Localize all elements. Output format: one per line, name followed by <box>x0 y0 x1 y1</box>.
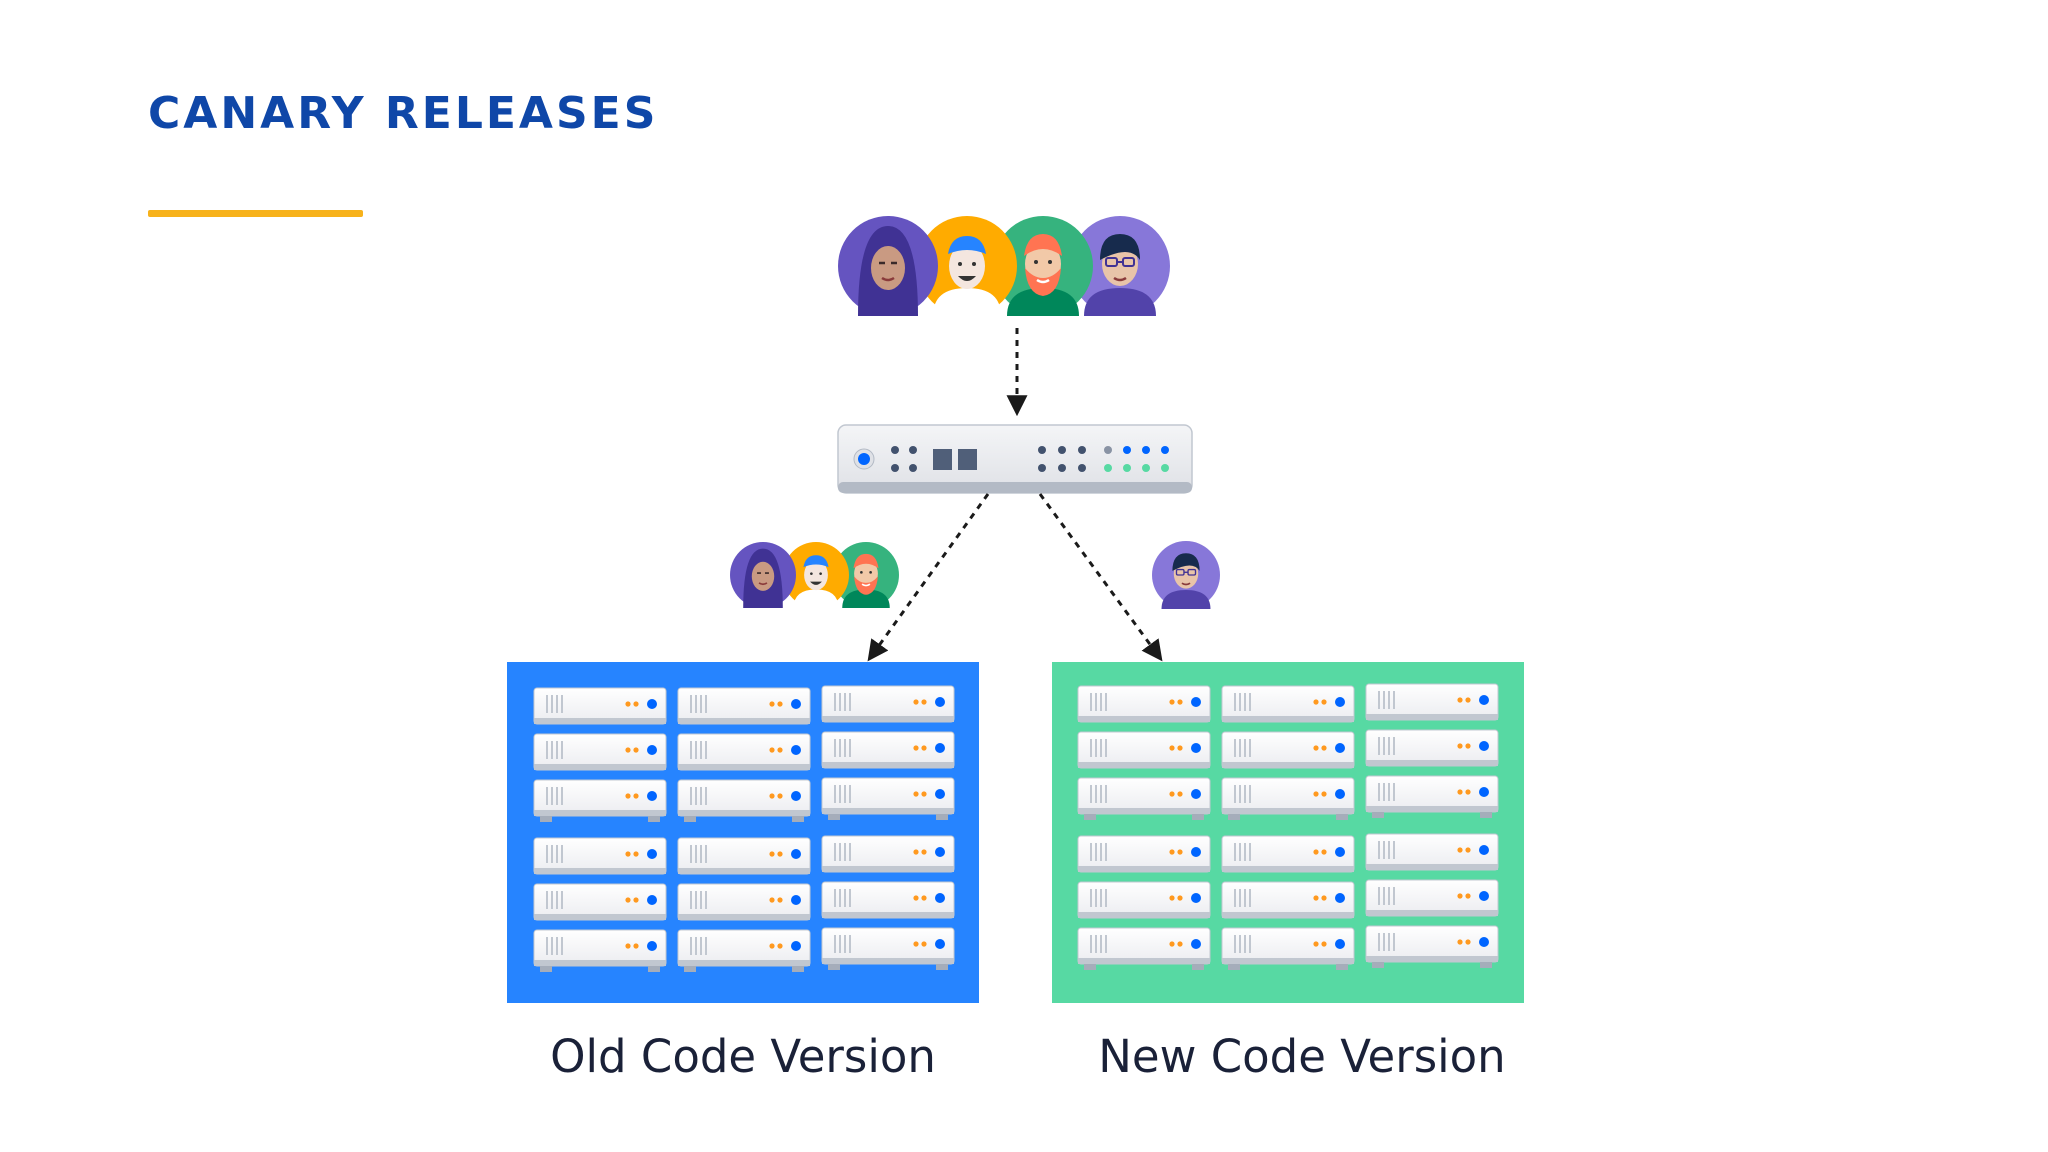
all-users-group <box>836 214 1172 318</box>
new-version-server-rack-icon <box>1052 662 1524 1003</box>
traffic-arrow-new <box>1038 493 1163 662</box>
title-underline <box>148 210 363 217</box>
user-hijab-avatar-icon <box>729 541 797 609</box>
old-version-label: Old Code Version <box>550 1030 936 1083</box>
user-glasses-avatar-icon <box>1151 540 1221 610</box>
old-version-server-rack-icon <box>507 662 979 1003</box>
new-version-users-group <box>1151 540 1221 610</box>
new-version-label: New Code Version <box>1098 1030 1506 1083</box>
network-switch-icon <box>837 424 1193 494</box>
old-version-users-group <box>729 541 900 609</box>
traffic-arrow-old <box>867 493 990 662</box>
user-hijab-avatar-icon <box>836 214 940 318</box>
page-title: CANARY RELEASES <box>148 88 659 139</box>
